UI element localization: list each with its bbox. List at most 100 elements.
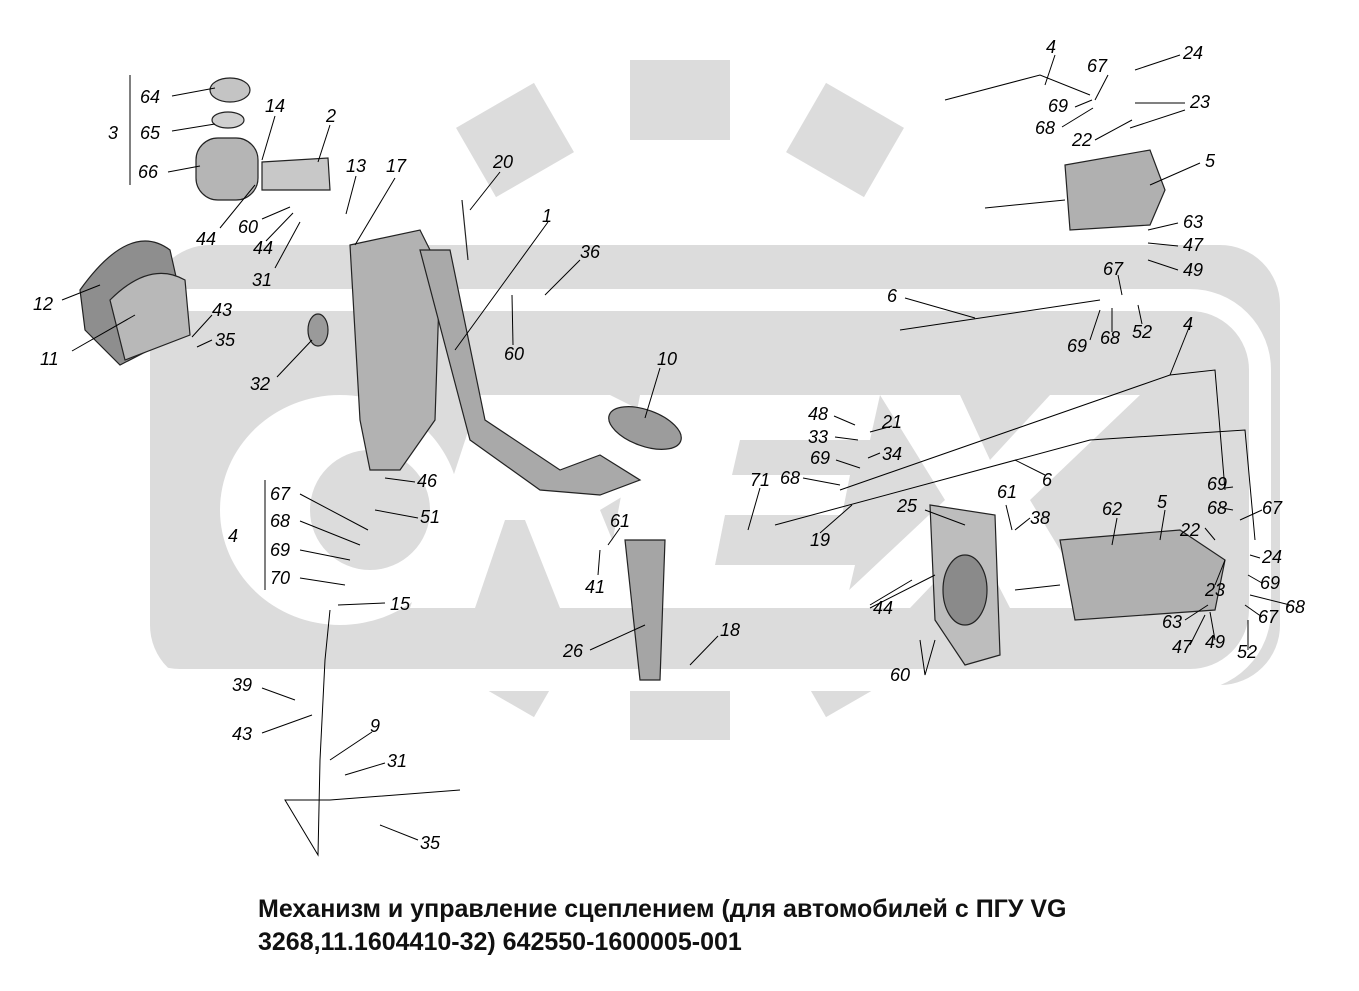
callout-63: 63 <box>1183 212 1203 232</box>
callout-60: 60 <box>238 217 258 237</box>
reservoir-filter-65 <box>211 111 245 129</box>
callout-17: 17 <box>386 156 407 176</box>
booster-rod-bottom <box>1014 584 1061 591</box>
callout-5: 5 <box>1157 492 1168 512</box>
callout-12: 12 <box>33 294 53 314</box>
booster-5-bottom <box>1059 529 1226 621</box>
callout-60: 60 <box>890 665 910 685</box>
callout-68: 68 <box>1207 498 1227 518</box>
callout-68: 68 <box>270 511 290 531</box>
callout-66: 66 <box>138 162 159 182</box>
callout-33: 33 <box>808 427 828 447</box>
callout-2: 2 <box>325 106 336 126</box>
callout-38: 38 <box>1030 508 1050 528</box>
reservoir-cap-64 <box>209 77 251 103</box>
callout-18: 18 <box>720 620 740 640</box>
cover-plate-11 <box>109 272 191 361</box>
callout-26: 26 <box>562 641 584 661</box>
reservoir-body-66 <box>195 137 259 201</box>
callout-67: 67 <box>1103 259 1124 279</box>
callout-1: 1 <box>542 206 552 226</box>
callout-47: 47 <box>1183 235 1204 255</box>
pedal-lever-1 <box>419 249 642 496</box>
callout-22: 22 <box>1179 520 1200 540</box>
callout-67: 67 <box>1087 56 1108 76</box>
callout-68: 68 <box>1035 118 1055 138</box>
callout-69: 69 <box>1207 474 1227 494</box>
parts <box>79 74 1256 857</box>
callout-24: 24 <box>1261 547 1282 567</box>
callout-9: 9 <box>370 716 380 736</box>
callout-61: 61 <box>997 482 1017 502</box>
callout-69: 69 <box>1048 96 1068 116</box>
callout-31: 31 <box>387 751 407 771</box>
callout-49: 49 <box>1183 260 1203 280</box>
callout-20: 20 <box>492 152 513 172</box>
callout-19: 19 <box>810 530 830 550</box>
callout-44: 44 <box>196 229 216 249</box>
callout-69: 69 <box>1067 336 1087 356</box>
callout-71: 71 <box>750 470 770 490</box>
callout-22: 22 <box>1071 130 1092 150</box>
grommet-32 <box>307 313 329 347</box>
callout-43: 43 <box>232 724 252 744</box>
spring-20 <box>461 199 469 261</box>
callout-68: 68 <box>1285 597 1305 617</box>
pipe-6-mid <box>774 429 1256 541</box>
callout-23: 23 <box>1189 92 1210 112</box>
bracket-25-hole <box>942 554 988 626</box>
callout-4: 4 <box>1183 314 1193 334</box>
pedal-pad-10 <box>608 406 682 450</box>
callout-69: 69 <box>270 540 290 560</box>
callout-67: 67 <box>270 484 291 504</box>
callout-35: 35 <box>420 833 441 853</box>
watermark-inner-band <box>99 289 1271 691</box>
callout-69: 69 <box>1260 573 1280 593</box>
callout-4: 4 <box>228 526 238 546</box>
callout-52: 52 <box>1132 322 1152 342</box>
callout-48: 48 <box>808 404 828 424</box>
callout-60: 60 <box>504 344 524 364</box>
callout-24: 24 <box>1182 43 1203 63</box>
callout-41: 41 <box>585 577 605 597</box>
callout-62: 62 <box>1102 499 1122 519</box>
diagram-caption: Механизм и управление сцеплением (для ав… <box>258 893 1258 959</box>
callout-47: 47 <box>1172 637 1193 657</box>
callout-35: 35 <box>215 330 236 350</box>
callout-68: 68 <box>780 468 800 488</box>
callout-6: 6 <box>887 286 898 306</box>
callout-39: 39 <box>232 675 252 695</box>
clutch-mechanism-diagram: 64 65 3 66 14 2 13 17 20 44 60 44 31 12 … <box>33 37 1305 857</box>
callout-21: 21 <box>881 412 902 432</box>
callout-labels: 64 65 3 66 14 2 13 17 20 44 60 44 31 12 … <box>33 37 1305 853</box>
callout-10: 10 <box>657 349 677 369</box>
callout-65: 65 <box>140 123 161 143</box>
callout-43: 43 <box>212 300 232 320</box>
callout-34: 34 <box>882 444 902 464</box>
callout-15: 15 <box>390 594 411 614</box>
leader-lines <box>61 54 1291 841</box>
pipe-4-lower <box>284 609 461 857</box>
caption-line-2: 3268,11.1604410-32) 642550-1600005-001 <box>258 928 742 956</box>
callout-23: 23 <box>1204 580 1225 600</box>
callout-67: 67 <box>1262 498 1283 518</box>
callout-70: 70 <box>270 568 290 588</box>
callout-6: 6 <box>1042 470 1053 490</box>
callout-49: 49 <box>1205 632 1225 652</box>
callout-14: 14 <box>265 96 285 116</box>
callout-36: 36 <box>580 242 601 262</box>
pedal-bracket-17 <box>349 229 441 471</box>
callout-63: 63 <box>1162 612 1182 632</box>
callout-3: 3 <box>108 123 118 143</box>
callout-68: 68 <box>1100 328 1120 348</box>
callout-44: 44 <box>253 238 273 258</box>
callout-5: 5 <box>1205 151 1216 171</box>
callout-11: 11 <box>40 349 59 369</box>
callout-25: 25 <box>896 496 918 516</box>
booster-5-top <box>1064 149 1166 231</box>
callout-46: 46 <box>417 471 438 491</box>
callout-52: 52 <box>1237 642 1257 662</box>
bracket-2 <box>261 157 331 191</box>
pipe-4-mid <box>839 369 1226 491</box>
callout-64: 64 <box>140 87 160 107</box>
